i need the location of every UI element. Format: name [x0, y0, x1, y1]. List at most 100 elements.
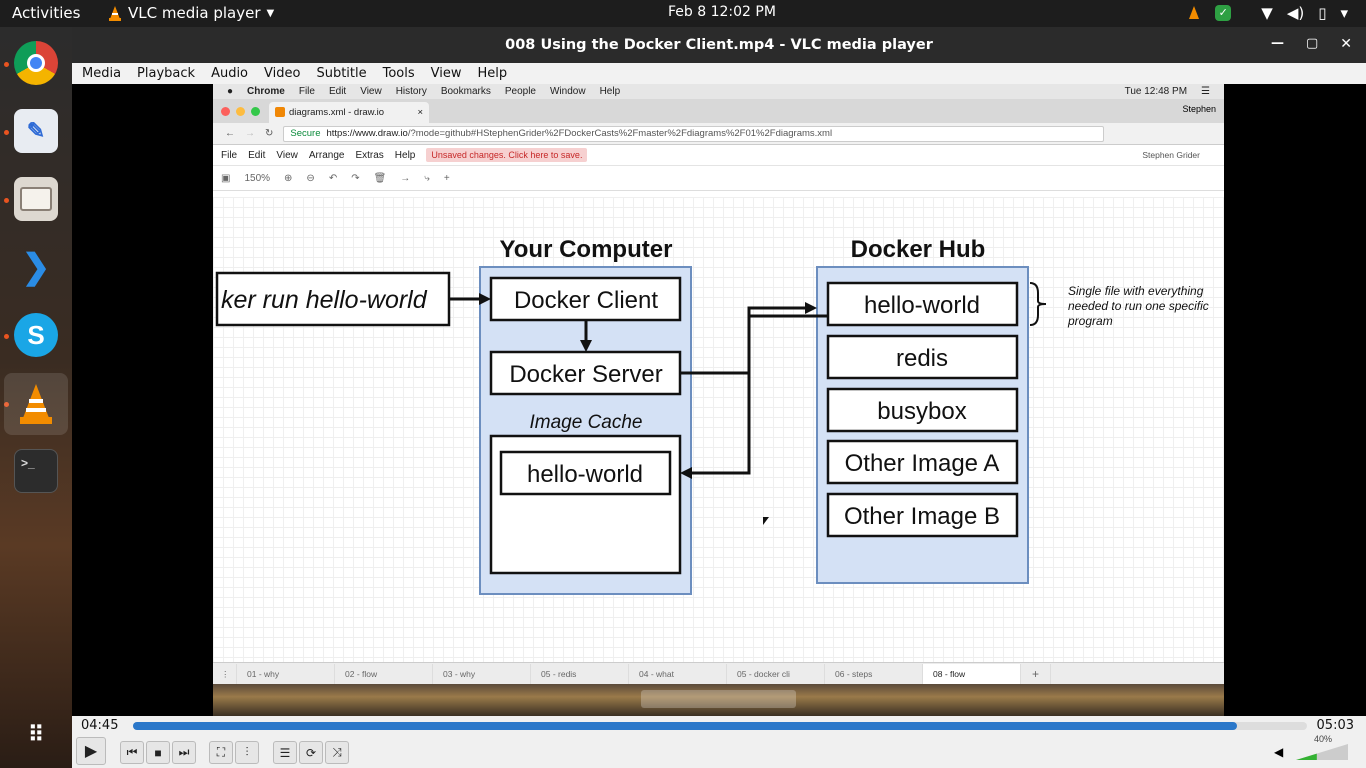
previous-button[interactable]: ⏮ [120, 741, 144, 764]
minimize-icon[interactable]: — [1270, 36, 1284, 51]
hub-item-label: hello-world [864, 292, 980, 319]
address-bar: ← → ↻ Secure https://www.draw.io /?mode=… [213, 123, 1224, 145]
play-button[interactable]: ▶ [76, 737, 106, 765]
hub-item-box [826, 439, 1019, 485]
vlc-tray-icon[interactable] [1187, 5, 1201, 21]
menu-playback[interactable]: Playback [137, 66, 196, 81]
docker-server-box [489, 350, 682, 396]
loop-button[interactable]: ⟳ [299, 741, 323, 764]
terminal-icon[interactable]: >_ [14, 449, 58, 493]
vlc-window: 008 Using the Docker Client.mp4 - VLC me… [72, 27, 1366, 768]
activities-button[interactable]: Activities [12, 4, 81, 22]
volume-slider[interactable]: ◀ 40% [1274, 734, 1348, 762]
fullscreen-button[interactable]: ⛶ [209, 741, 233, 764]
menu-help[interactable]: Help [477, 66, 508, 81]
browser-tab: diagrams.xml - draw.io × [269, 102, 429, 123]
menu-subtitle[interactable]: Subtitle [316, 66, 367, 81]
mac-menu-extra-icon: ☰ [1201, 86, 1210, 97]
window-title: 008 Using the Docker Client.mp4 - VLC me… [505, 37, 933, 53]
title-bar: 008 Using the Docker Client.mp4 - VLC me… [72, 27, 1366, 63]
vscode-icon[interactable]: ❯ [21, 248, 51, 286]
cache-item-label: hello-world [527, 461, 643, 488]
hub-item-label: Other Image A [845, 450, 1000, 477]
dock: ✎ ❯ S >_ ⠿ [0, 27, 72, 768]
url-path: /?mode=github#HStephenGrider%2FDockerCas… [407, 128, 833, 139]
docker-client-label: Docker Client [514, 287, 658, 314]
volume-ramp [1296, 744, 1348, 760]
zoom-level: 150% [244, 172, 271, 184]
mac-menu-bar: ● Chrome File Edit View History Bookmark… [213, 84, 1224, 99]
app-menu[interactable]: VLC media player ▼ [108, 4, 274, 22]
chrome-icon[interactable] [14, 41, 58, 85]
arrowhead-client [479, 293, 491, 305]
playlist-button[interactable]: ☰ [273, 741, 297, 764]
show-apps-grid-icon[interactable]: ⠿ [27, 722, 45, 747]
running-indicator [4, 130, 9, 135]
vlc-dock-icon[interactable] [4, 373, 68, 435]
check-shield-icon[interactable]: ✓ [1215, 5, 1232, 21]
redo-icon: ↷ [351, 172, 360, 184]
drawio-menu-item: File [221, 149, 238, 161]
app-name: VLC media player [128, 4, 261, 22]
menu-audio[interactable]: Audio [211, 66, 249, 81]
zoom-in-icon: ⊕ [284, 172, 293, 184]
clock[interactable]: Feb 8 12:02 PM [668, 4, 776, 20]
menu-video[interactable]: Video [264, 66, 301, 81]
menu-media[interactable]: Media [82, 66, 122, 81]
reload-icon: ↻ [265, 128, 274, 139]
mac-time: Tue 12:48 PM [1124, 86, 1188, 97]
add-page-icon: + [1021, 663, 1051, 684]
menu-tools[interactable]: Tools [382, 66, 415, 81]
maximize-icon[interactable]: ▢ [1305, 36, 1319, 51]
chrome-user: Stephen [1182, 104, 1216, 114]
undo-icon: ↶ [328, 172, 338, 184]
tab-close-icon: × [417, 107, 423, 118]
battery-icon[interactable]: ▯ [1318, 4, 1327, 22]
mac-menu-item: History [395, 86, 427, 97]
hub-item-box [826, 492, 1019, 538]
page-tab: 05 - redis [531, 663, 629, 684]
mac-dock-icons [641, 690, 796, 708]
power-menu-icon[interactable]: ▾ [1340, 4, 1348, 22]
mac-menu-item: Bookmarks [440, 86, 491, 97]
brace [1029, 282, 1047, 326]
page-tab: 04 - what [629, 663, 727, 684]
arrow-server-to-hub [680, 306, 809, 375]
vlc-cone-icon [109, 5, 121, 21]
system-tray[interactable]: ✓ ▼ ◀) ▯ ▾ [1187, 4, 1348, 22]
url-host: https://www.draw.io [326, 128, 408, 139]
drawio-menu-item: Help [394, 149, 416, 161]
elapsed-time[interactable]: 04:45 [81, 718, 119, 733]
menu-bar: Media Playback Audio Video Subtitle Tool… [72, 63, 1366, 84]
running-indicator [4, 402, 9, 407]
connection-icon: → [400, 172, 411, 184]
files-icon[interactable] [14, 177, 58, 221]
total-time[interactable]: 05:03 [1316, 718, 1354, 733]
arrowhead-server [580, 340, 592, 352]
arrowhead-hub [805, 302, 817, 314]
tab-title: diagrams.xml - draw.io [289, 107, 385, 118]
extended-settings-button[interactable]: ⫶ [235, 741, 259, 764]
next-button[interactable]: ⏭ [172, 741, 196, 764]
player-controls: 04:45 05:03 ▶ ⏮ ■ ⏭ ⛶ ⫶ ☰ ⟳ ⤨ ◀ 40% [72, 716, 1366, 768]
text-editor-icon[interactable]: ✎ [14, 109, 58, 153]
seek-bar[interactable] [133, 722, 1307, 730]
apple-icon: ● [227, 86, 234, 97]
arrowhead-cache [680, 467, 692, 479]
drawio-canvas: Your Computer Docker Hub ker run hello-w… [213, 197, 1224, 662]
hub-item-label: redis [896, 345, 948, 372]
video-area[interactable]: ● Chrome File Edit View History Bookmark… [72, 84, 1366, 716]
volume-icon[interactable]: ◀) [1286, 4, 1305, 22]
drawio-menu-item: Arrange [308, 149, 345, 161]
arrow-hub-to-cache [686, 314, 828, 475]
shuffle-button[interactable]: ⤨ [325, 741, 349, 764]
wifi-icon[interactable]: ▼ [1261, 4, 1273, 22]
running-indicator [4, 334, 9, 339]
top-bar: Activities VLC media player ▼ Feb 8 12:0… [0, 0, 1366, 27]
stop-button[interactable]: ■ [146, 741, 170, 764]
page-tab: 01 - why [237, 663, 335, 684]
menu-view[interactable]: View [430, 66, 462, 81]
your-computer-title: Your Computer [500, 236, 673, 263]
skype-icon[interactable]: S [14, 313, 58, 357]
close-icon[interactable]: ✕ [1340, 36, 1352, 52]
